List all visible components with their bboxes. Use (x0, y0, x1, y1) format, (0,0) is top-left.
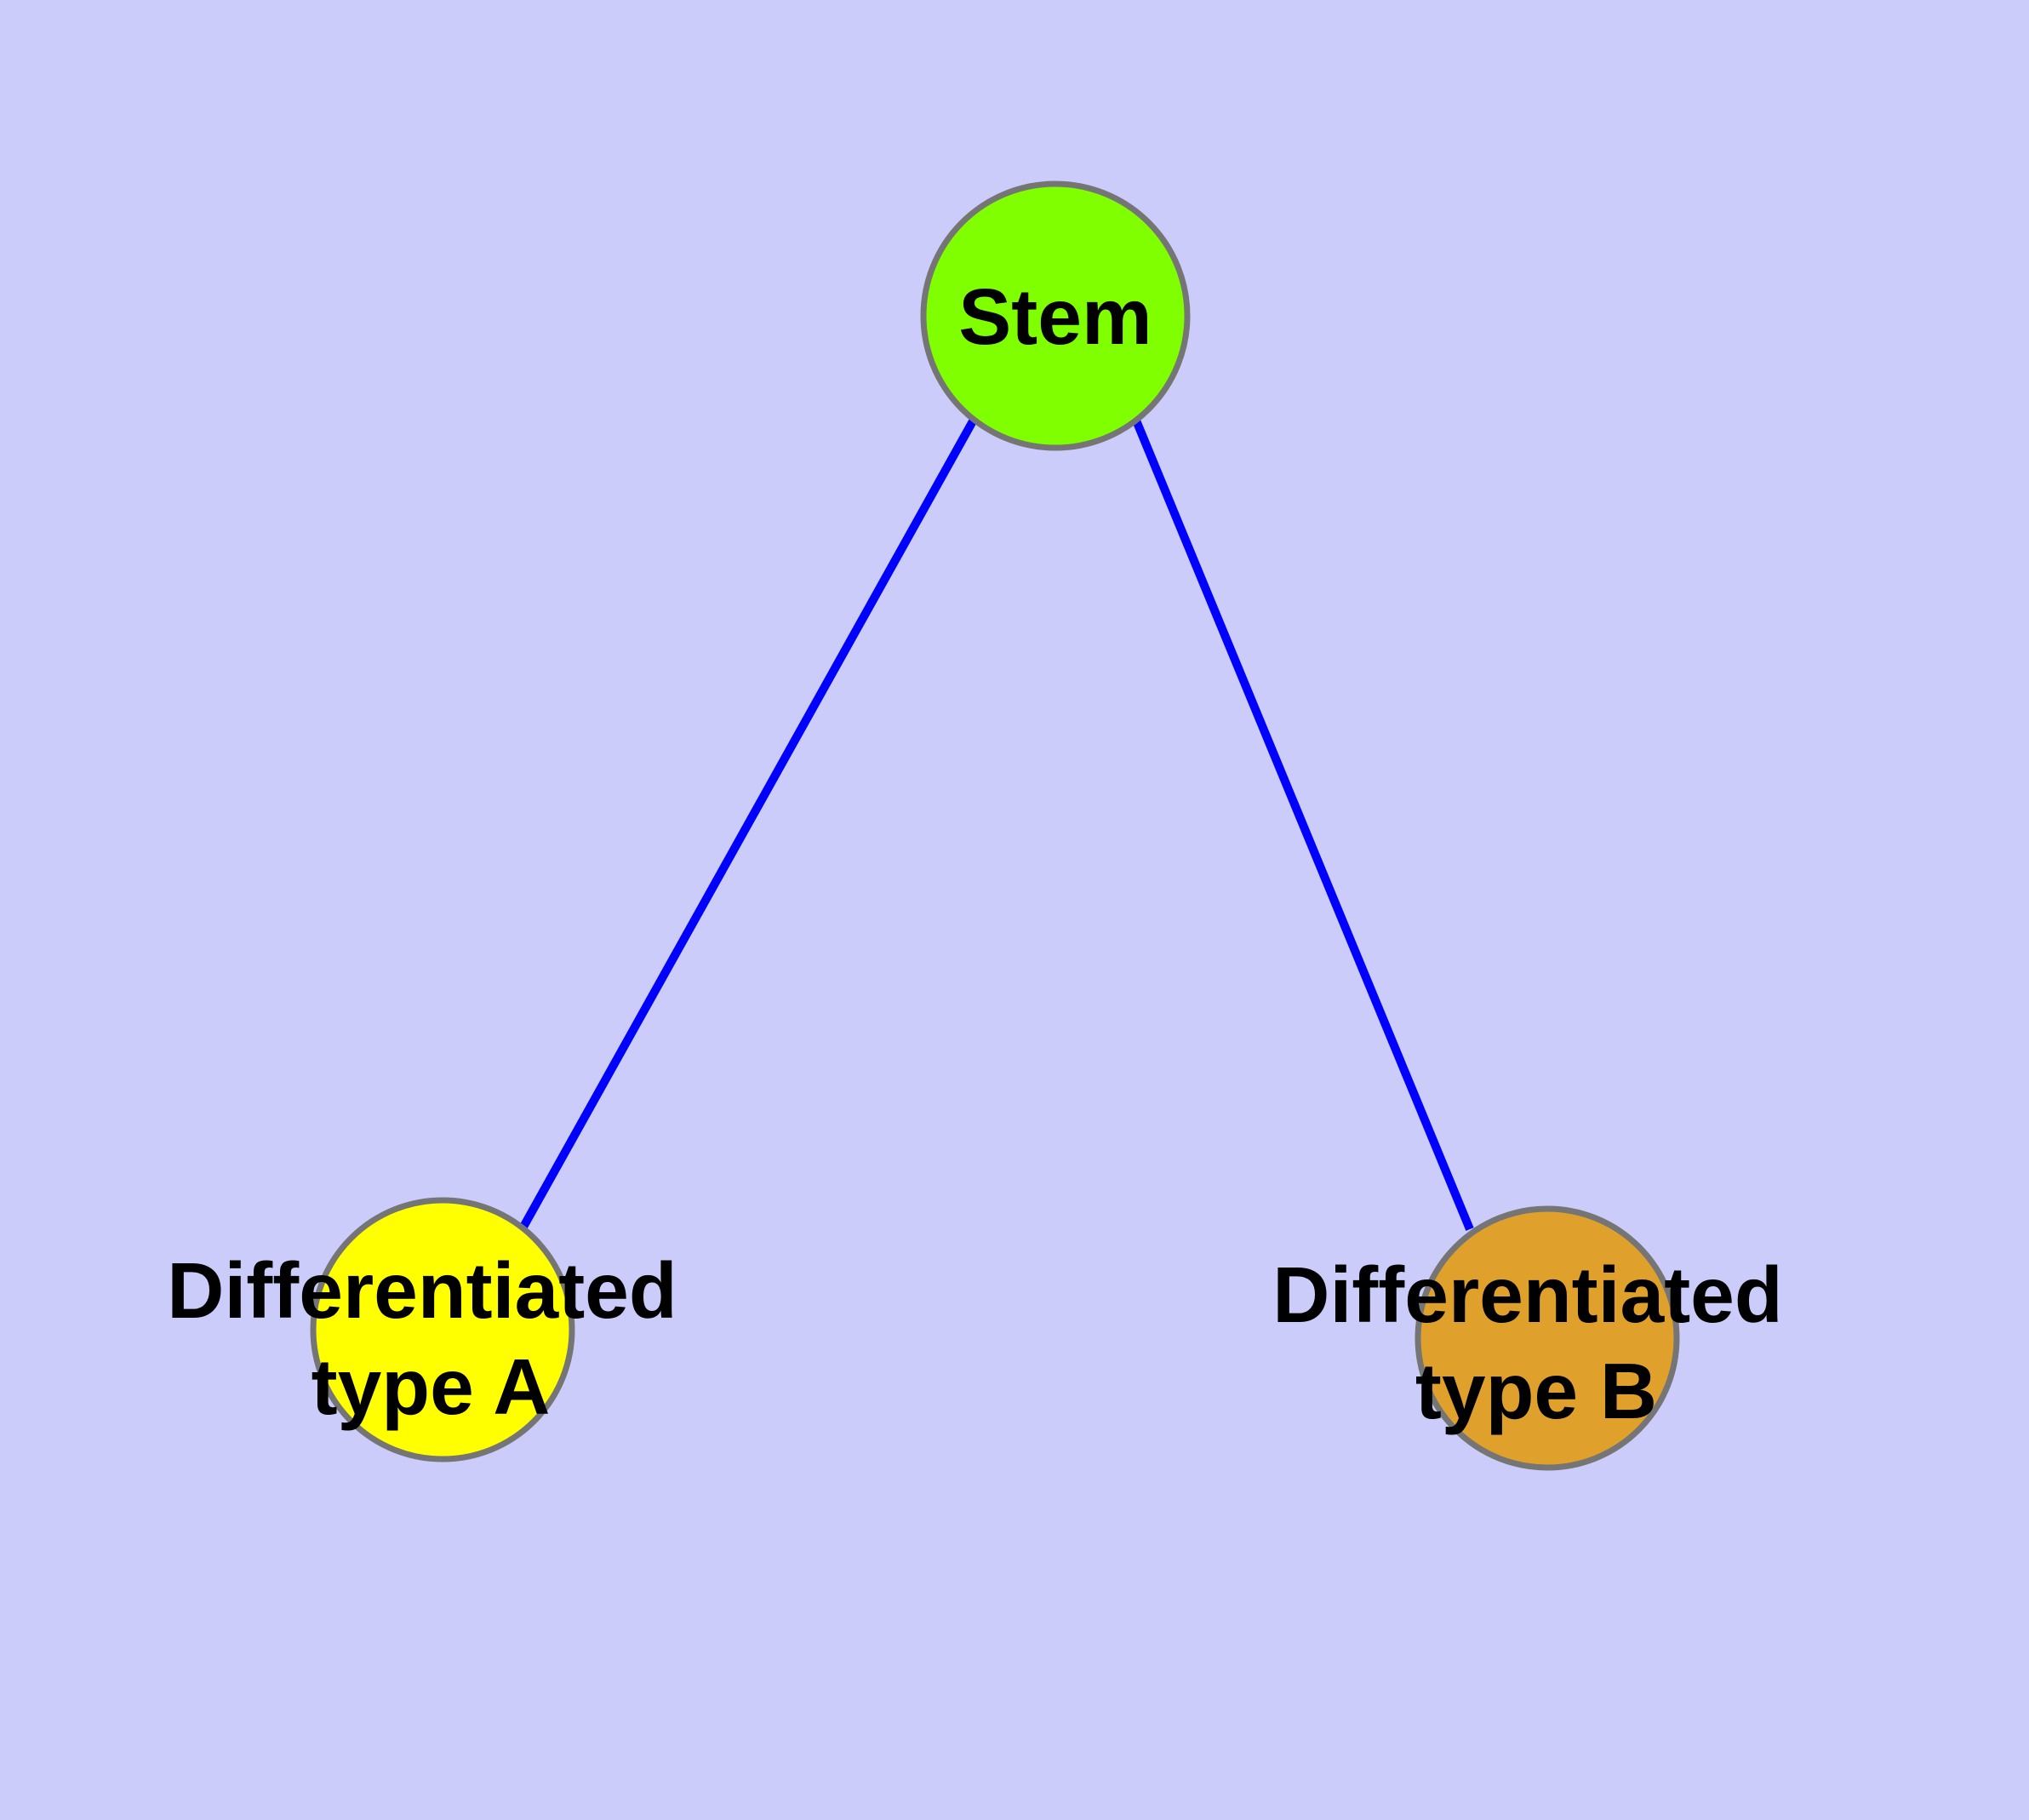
node-label-differentiated-b-line-1: Differentiated (1272, 1251, 1782, 1339)
node-stem[interactable] (920, 180, 1191, 451)
node-circle-differentiated-a[interactable] (310, 1197, 575, 1462)
node-differentiated-b[interactable] (1415, 1205, 1680, 1471)
node-label-differentiated-b-line-2: type B (1415, 1347, 1657, 1435)
node-layer (310, 180, 1680, 1471)
label-layer: Stem Differentiated type A Differentiate… (167, 272, 1782, 1435)
edge-stem-to-differentiated-b[interactable] (1132, 419, 1474, 1231)
node-label-differentiated-a-line-1: Differentiated (167, 1246, 677, 1335)
node-circle-stem[interactable] (920, 180, 1191, 451)
node-differentiated-a[interactable] (310, 1197, 575, 1462)
node-label-stem-line-1: Stem (958, 272, 1152, 361)
node-label-differentiated-a-line-2: type A (311, 1342, 551, 1431)
edge-layer (518, 417, 1474, 1231)
node-circle-differentiated-b[interactable] (1415, 1205, 1680, 1471)
edge-stem-to-differentiated-a[interactable] (518, 417, 978, 1231)
